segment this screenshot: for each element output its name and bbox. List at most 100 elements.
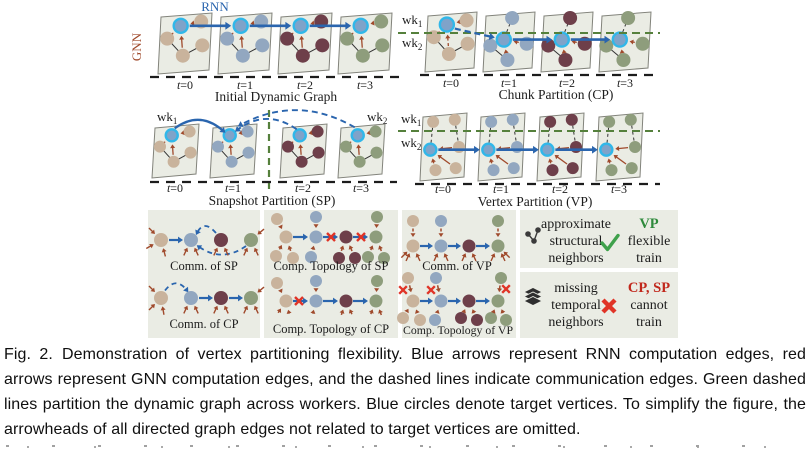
- legend-desc: neighbors: [548, 251, 603, 266]
- time-label: t=3: [357, 78, 373, 92]
- vertex: [487, 164, 500, 177]
- target-vertex: [423, 142, 438, 157]
- comp-topology-of-sp-diagram: Comp. Topology of SP: [270, 211, 390, 273]
- vertex: [281, 140, 294, 153]
- snapshot-maroon: [536, 112, 585, 182]
- vertex: [506, 113, 519, 126]
- vertex: [505, 11, 520, 25]
- time-label: t=1: [493, 182, 509, 196]
- snapshot-green: [337, 123, 386, 179]
- vertex: [625, 162, 638, 175]
- vertex: [184, 146, 197, 159]
- legend-result: train: [636, 251, 662, 266]
- vertex: [616, 53, 631, 67]
- vertex: [491, 294, 505, 308]
- time-label: t=2: [295, 181, 311, 195]
- target-vertex: [292, 17, 309, 35]
- target-vertex: [352, 17, 369, 35]
- vertex: [369, 125, 382, 138]
- vertex: [624, 113, 637, 126]
- cross-icon: [326, 232, 336, 242]
- time-label: t=0: [435, 182, 451, 196]
- vertex: [427, 115, 440, 128]
- panel-title-sp: Snapshot Partition (SP): [209, 193, 336, 208]
- vertex: [310, 275, 322, 287]
- vertex: [371, 211, 383, 223]
- comm-of-vp-diagram: Comm. of VP: [400, 215, 511, 273]
- vertex: [375, 38, 390, 53]
- vertex: [244, 233, 258, 247]
- vertex: [370, 146, 383, 159]
- vertex: [459, 13, 474, 28]
- vertex: [402, 272, 414, 284]
- snapshot-blue: [217, 12, 273, 75]
- panel-title-cp: Chunk Partition (CP): [499, 87, 614, 102]
- comp-topology-of-cp-diagram: Comp. Topology of CP: [271, 275, 389, 336]
- worker-label: wk2: [402, 35, 422, 52]
- cropped-text-line: [6, 445, 786, 449]
- vertex: [605, 164, 618, 177]
- cross-icon: [398, 285, 408, 295]
- comp-topology-of-vp-diagram: Comp. Topology of VP: [397, 272, 513, 337]
- legend-result: CP, SP: [628, 280, 670, 296]
- vertex: [369, 294, 383, 308]
- vertex: [279, 294, 293, 308]
- vertex: [435, 215, 447, 227]
- vertex: [311, 125, 324, 138]
- vertex: [629, 141, 642, 153]
- legend-desc: temporal: [551, 298, 601, 313]
- vertex: [406, 294, 420, 308]
- vertex: [312, 146, 325, 159]
- time-label: t=0: [177, 78, 193, 92]
- vertex: [621, 11, 636, 25]
- target-vertex: [495, 31, 512, 48]
- worker-label: wk2: [367, 109, 387, 126]
- target-vertex: [481, 142, 496, 157]
- comm-of-cp-label: Comm. of CP: [169, 317, 238, 331]
- vertex: [558, 53, 573, 67]
- snapshot-green: [598, 11, 652, 73]
- legend-flexible-box: approximatestructuralneighborsVPflexible…: [520, 210, 678, 268]
- legend-desc: structural: [550, 234, 603, 249]
- time-label: t=3: [617, 76, 633, 90]
- vertex: [455, 312, 467, 324]
- target-vertex: [172, 17, 189, 35]
- vertex: [603, 115, 616, 128]
- vertex: [414, 314, 426, 326]
- vertex: [500, 314, 512, 326]
- vertex: [374, 14, 389, 29]
- legend-desc: neighbors: [548, 315, 603, 330]
- vertex: [485, 115, 498, 128]
- snapshot-tan: [157, 12, 213, 75]
- vertex: [154, 233, 168, 247]
- comm-of-vp-label: Comm. of VP: [422, 259, 492, 273]
- comp-topology-of-cp-label: Comp. Topology of CP: [273, 322, 389, 336]
- worker-label: wk2: [401, 135, 421, 152]
- vertex: [448, 113, 461, 126]
- figure-label: Fig. 2.: [4, 346, 53, 363]
- vertex: [495, 272, 507, 284]
- snapshot-maroon: [277, 12, 333, 75]
- worker-label: wk1: [402, 12, 422, 29]
- target-vertex: [438, 16, 456, 33]
- vertex: [430, 272, 442, 284]
- snapshot-blue: [209, 123, 258, 179]
- vertex: [154, 291, 168, 305]
- vertex: [429, 164, 442, 177]
- target-vertex: [164, 128, 179, 143]
- time-label: t=0: [167, 181, 183, 195]
- vertex: [369, 230, 383, 244]
- vertex: [242, 146, 255, 159]
- vertex: [407, 215, 419, 227]
- worker-label: wk1: [401, 111, 421, 128]
- snapshot-green: [337, 12, 393, 75]
- vertex: [211, 140, 224, 153]
- snapshot-blue: [482, 11, 536, 73]
- vertex: [220, 31, 235, 46]
- snapshot-tan: [151, 123, 200, 179]
- topology-sp-cp-panel-bg: [264, 210, 398, 338]
- worker-label: wk1: [157, 109, 177, 126]
